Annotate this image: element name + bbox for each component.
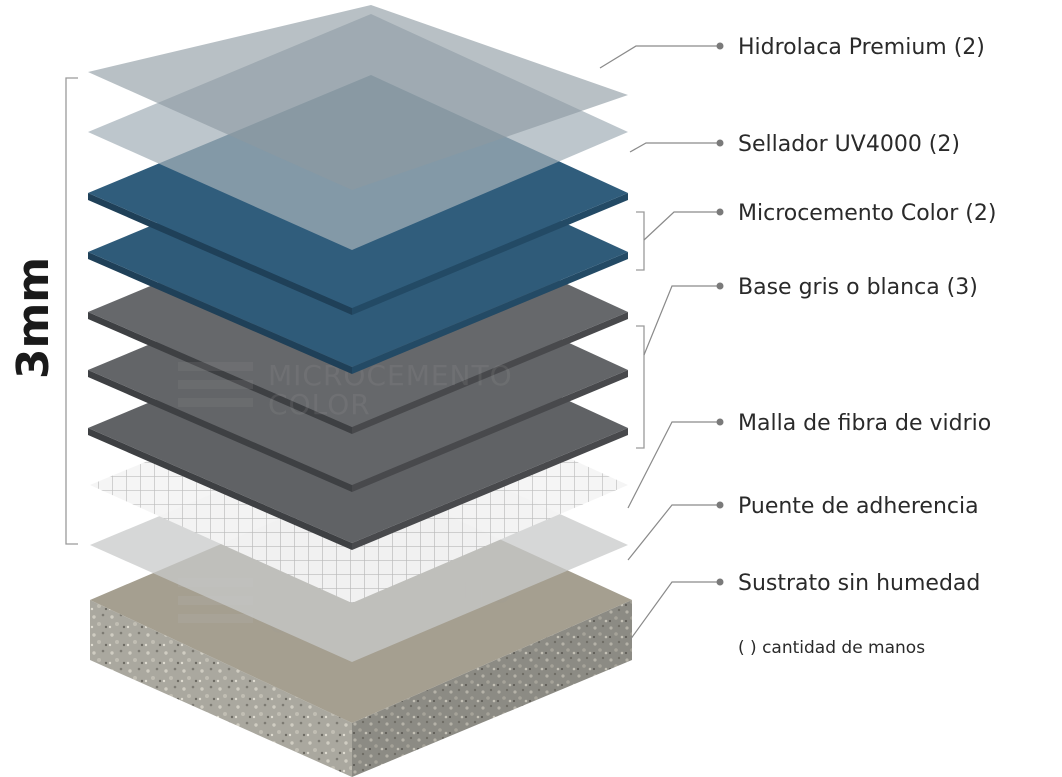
microcemento-bracket — [636, 211, 645, 271]
watermark-upper-line1: MICROCEMENTO — [268, 359, 513, 392]
label-base: Base gris o blanca (3) — [738, 275, 978, 300]
note-cantidad-manos: ( ) cantidad de manos — [738, 638, 925, 658]
thickness-bracket — [65, 77, 78, 545]
leader-lines — [599, 42, 724, 641]
thickness-label: 3mm — [8, 257, 59, 379]
label-malla: Malla de fibra de vidrio — [738, 411, 991, 436]
watermark-upper-line2: COLOR — [268, 388, 371, 421]
label-sellador: Sellador UV4000 (2) — [738, 132, 960, 157]
watermark-upper: MICROCEMENTO COLOR — [178, 359, 513, 421]
base-bracket — [636, 325, 645, 449]
label-puente: Puente de adherencia — [738, 494, 979, 519]
layer-hidrolaca — [88, 5, 628, 190]
label-hidrolaca: Hidrolaca Premium (2) — [738, 35, 985, 60]
label-sustrato: Sustrato sin humedad — [738, 571, 980, 596]
label-microcemento-color: Microcemento Color (2) — [738, 201, 996, 226]
